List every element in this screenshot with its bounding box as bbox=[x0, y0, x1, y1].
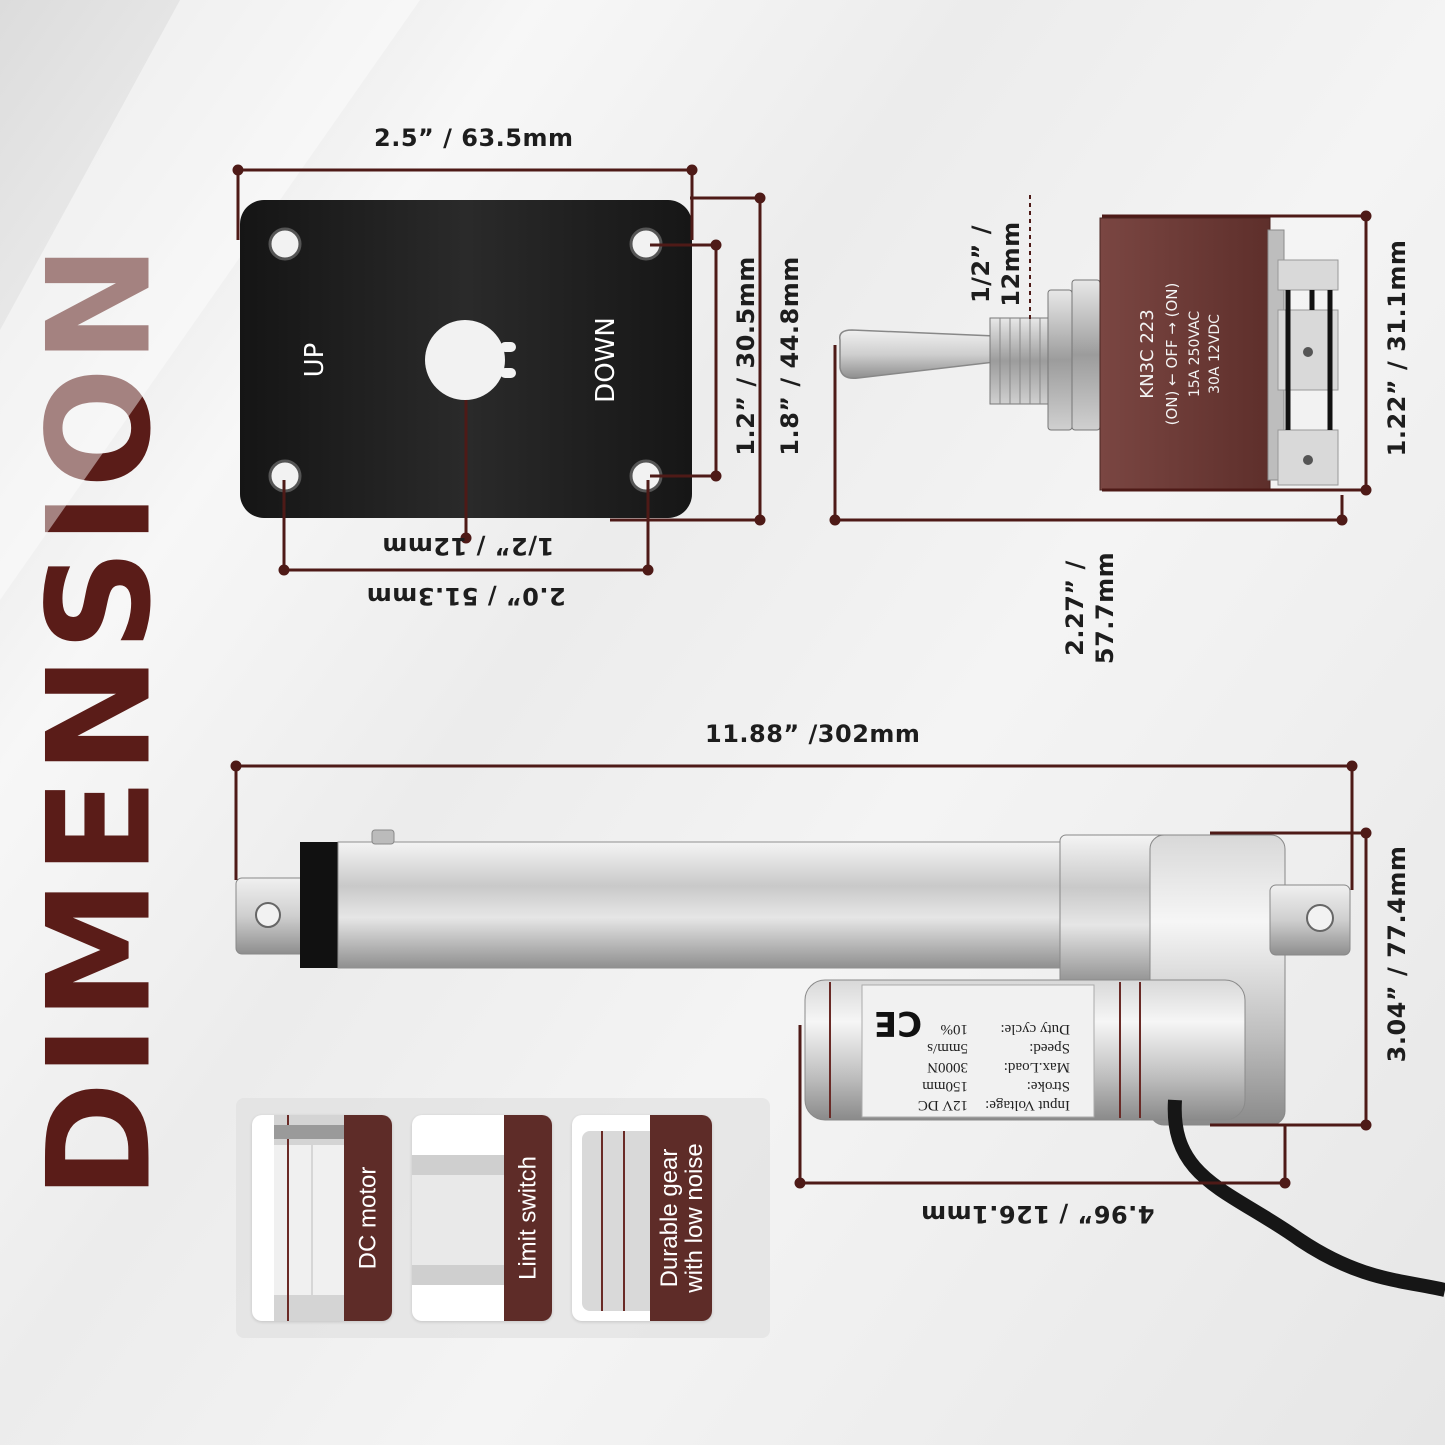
toggle-nut bbox=[1071, 279, 1101, 431]
feature-band bbox=[504, 1115, 552, 1321]
up-label: UP bbox=[300, 342, 330, 378]
switch-rating-label: 15A 250VAC bbox=[1187, 311, 1203, 398]
switch-model-label: KN3C 223 bbox=[1137, 309, 1158, 398]
toggle-nut bbox=[1047, 289, 1073, 431]
panel-dimension-lines bbox=[232, 164, 766, 576]
rod-seal bbox=[300, 842, 340, 968]
switch-closeup-icon bbox=[412, 1155, 522, 1285]
actuator-height-label: 3.04” / 77.4mm bbox=[1383, 845, 1411, 1063]
feature-band bbox=[344, 1115, 392, 1321]
switch-positions-label: (ON) ← OFF → (ON) bbox=[1163, 283, 1181, 426]
spec-label-text: Max.Load: bbox=[1004, 1059, 1070, 1075]
actuator-length-label: 11.88” /302mm bbox=[705, 720, 921, 748]
spec-value-text: 3000N bbox=[927, 1059, 968, 1075]
spec-table: Input Voltage: 12V DC Stroke: 150mm Max.Load… bbox=[918, 1021, 1070, 1113]
spec-label-text: Speed: bbox=[1029, 1040, 1070, 1056]
switch-hole bbox=[425, 320, 505, 400]
spec-label-text: Duty cycle: bbox=[1000, 1021, 1070, 1037]
switch-height-label: 1.22” / 31.1mm bbox=[1383, 239, 1411, 457]
switch-length-label: 2.27” / 57.7mm bbox=[1061, 551, 1119, 665]
light-streak bbox=[0, 0, 420, 600]
switch-body bbox=[1099, 217, 1271, 491]
ce-mark: CE bbox=[874, 1003, 922, 1043]
feature-label-line: Durable gear bbox=[656, 1148, 683, 1288]
spec-value-text: 10% bbox=[941, 1021, 969, 1037]
spec-label-text: Stroke: bbox=[1027, 1078, 1070, 1094]
switch-thread-label: 1/2” / 12mm bbox=[967, 221, 1025, 307]
feature-label: Durable gear with low noise bbox=[656, 1143, 708, 1293]
feature-band bbox=[650, 1115, 712, 1321]
feature-dc-motor: DC motor bbox=[252, 1115, 392, 1321]
control-panel bbox=[240, 200, 692, 518]
switch-rating-label: 30A 12VDC bbox=[1207, 314, 1223, 394]
actuator-dimension-lines bbox=[230, 760, 1372, 1189]
spec-value-text: 12V DC bbox=[918, 1097, 968, 1113]
panel-height-label: 1.8” / 44.8mm bbox=[776, 256, 804, 456]
panel-hole-height-label: 1.2” / 30.5mm bbox=[732, 256, 760, 456]
feature-label-line: with low noise bbox=[681, 1143, 708, 1293]
spec-value-text: 150mm bbox=[922, 1078, 968, 1094]
panel-width-label: 2.5” / 63.5mm bbox=[374, 124, 574, 152]
spec-label bbox=[861, 984, 1095, 1118]
mount-hole bbox=[268, 227, 302, 261]
rod-hole bbox=[255, 902, 281, 928]
power-cable bbox=[1167, 1099, 1445, 1297]
panel-hole-label: 1/2” / 12mm bbox=[381, 532, 555, 560]
spec-label-text: Input Voltage: bbox=[985, 1097, 1070, 1113]
linear-actuator: Input Voltage: 12V DC Stroke: 150mm Max.Load… bbox=[235, 829, 1445, 1297]
rear-mount-hole bbox=[1306, 904, 1334, 932]
switch-dimension-lines bbox=[829, 195, 1372, 526]
feature-durable-gear: Durable gear with low noise bbox=[572, 1115, 712, 1321]
feature-limit-switch: Limit switch bbox=[412, 1115, 552, 1321]
actuator-tube bbox=[337, 841, 1069, 969]
feature-label: Limit switch bbox=[514, 1155, 542, 1281]
toggle-switch: KN3C 223 (ON) ← OFF → (ON) 15A 250VAC 30… bbox=[839, 217, 1339, 491]
switch-terminal bbox=[1277, 259, 1339, 291]
down-label: DOWN bbox=[591, 317, 621, 403]
feature-label: DC motor bbox=[354, 1166, 382, 1270]
panel-hole-spacing-label: 2.0” / 51.3mm bbox=[366, 582, 566, 610]
motor-length-label: 4.96” / 126.1mm bbox=[920, 1200, 1155, 1228]
spec-value-text: 5mm/s bbox=[927, 1040, 968, 1056]
